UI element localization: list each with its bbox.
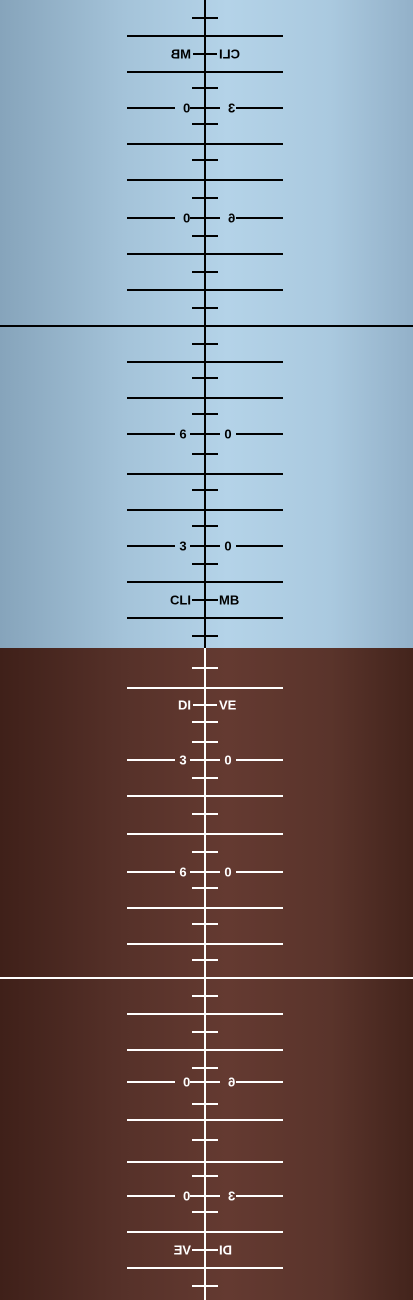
sky-label-left: 0	[183, 101, 190, 116]
sky-label-left: 3	[179, 539, 186, 554]
ground-label-left: 3	[179, 753, 186, 768]
ground-label-right: 0	[224, 865, 231, 880]
sky-label-right: 6	[228, 211, 235, 226]
ground-label-left: 0	[183, 1075, 190, 1090]
sky-marker-right: CLI	[219, 47, 240, 62]
ground-label-left: 0	[183, 1189, 190, 1204]
ground-marker-left: VE	[173, 1243, 191, 1258]
sky-marker-right: MB	[219, 593, 239, 608]
sky-label-right: 0	[224, 427, 231, 442]
ground-label-right: 3	[228, 1189, 235, 1204]
ground-marker-right: DI	[219, 1243, 232, 1258]
ground-label-left: 6	[179, 865, 186, 880]
sky-label-right: 3	[228, 101, 235, 116]
ground-label-right: 6	[228, 1075, 235, 1090]
sky-label-right: 0	[224, 539, 231, 554]
sky-label-left: 0	[183, 211, 190, 226]
ground-label-right: 0	[224, 753, 231, 768]
sky-marker-left: CLI	[170, 593, 191, 608]
ground-region	[0, 648, 413, 1300]
sky-marker-left: MB	[171, 47, 191, 62]
sky-label-left: 6	[179, 427, 186, 442]
ground-marker-right: VE	[219, 698, 237, 713]
ground-marker-left: DI	[178, 698, 191, 713]
